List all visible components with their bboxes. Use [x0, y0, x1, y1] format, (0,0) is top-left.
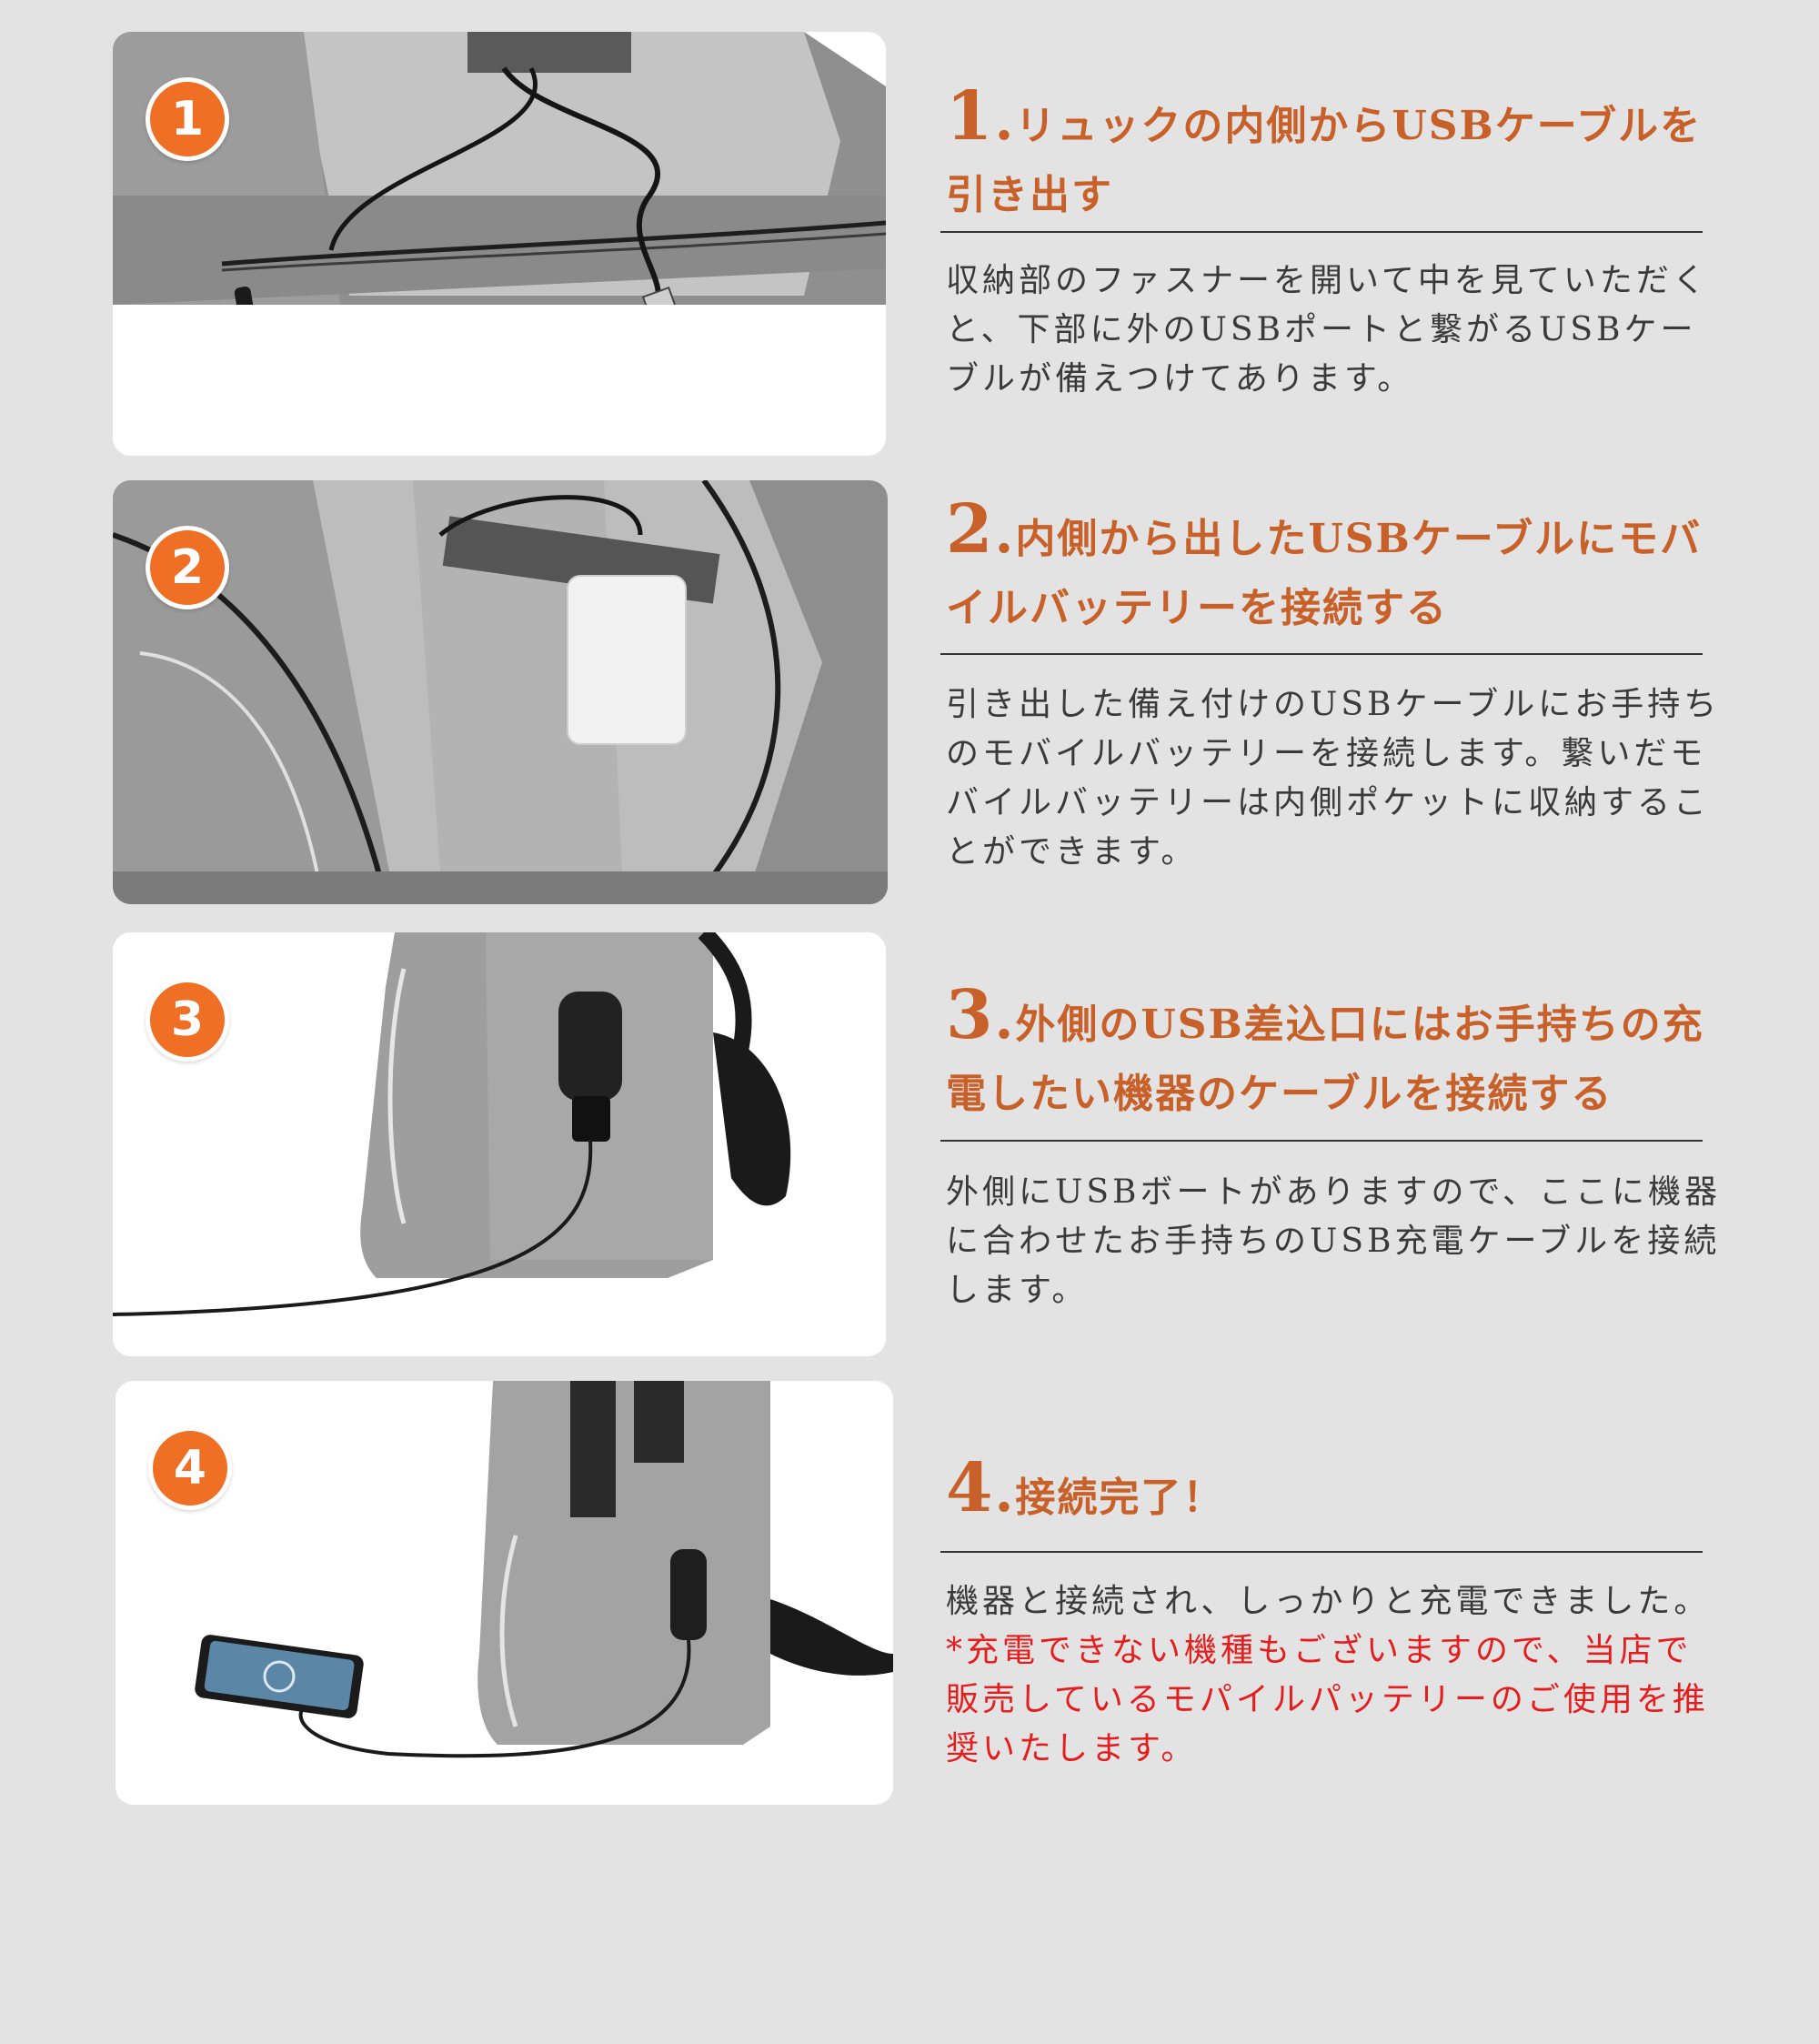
step-4-title: 4.接続完了！ — [946, 1449, 1225, 1527]
step-1-description: 収納部のファスナーを開いて中を見ていただくと、下部に外のUSBポートと繋がるUS… — [946, 262, 1709, 398]
step-1-title: 1.リュックの内側からUSBケーブルを引き出す — [946, 77, 1703, 218]
step-2-description: 引き出した備え付けのUSBケーブルにお手持ちのモバイルバッテリーを接続します。繋… — [946, 686, 1721, 871]
divider — [940, 1140, 1703, 1142]
step-1-photo: 1 — [113, 32, 886, 456]
backpack-usb-port-photo — [113, 932, 886, 1356]
step-4-description-text: 機器と接続され、しっかりと充電できました。 — [946, 1583, 1711, 1620]
step-number-badge: 4 — [148, 1426, 232, 1510]
divider — [940, 231, 1703, 233]
step-number-badge: 3 — [146, 978, 229, 1062]
step-3-title: 3.外側のUSB差込口にはお手持ちの充電したい機器のケーブルを接続する — [946, 976, 1704, 1117]
smartphone-charging-photo — [116, 1381, 893, 1805]
step-number-badge: 2 — [146, 526, 229, 609]
step-number-badge: 1 — [146, 77, 229, 161]
step-3-photo: 3 — [113, 932, 886, 1356]
step-2-photo: 2 — [113, 480, 888, 904]
step-3-description: 外側にUSBボートがありますので、ここに機器に合わせたお手持ちのUSB充電ケーブ… — [946, 1173, 1722, 1309]
step-4-note: *充電できない機種もございますので、当店で販売しているモパイルパッテリーのご使用… — [946, 1632, 1709, 1767]
backpack-interior-photo — [113, 32, 886, 456]
step-2-title: 2.内側から出したUSBケーブルにモバイルバッテリーを接続する — [946, 490, 1703, 631]
divider — [940, 1551, 1703, 1553]
backpack-battery-photo — [113, 480, 888, 904]
step-4-photo: 4 — [116, 1381, 893, 1805]
divider — [940, 653, 1703, 655]
step-4-description: 機器と接続され、しっかりと充電できました。 *充電できない機種もございますので、… — [946, 1577, 1728, 1774]
